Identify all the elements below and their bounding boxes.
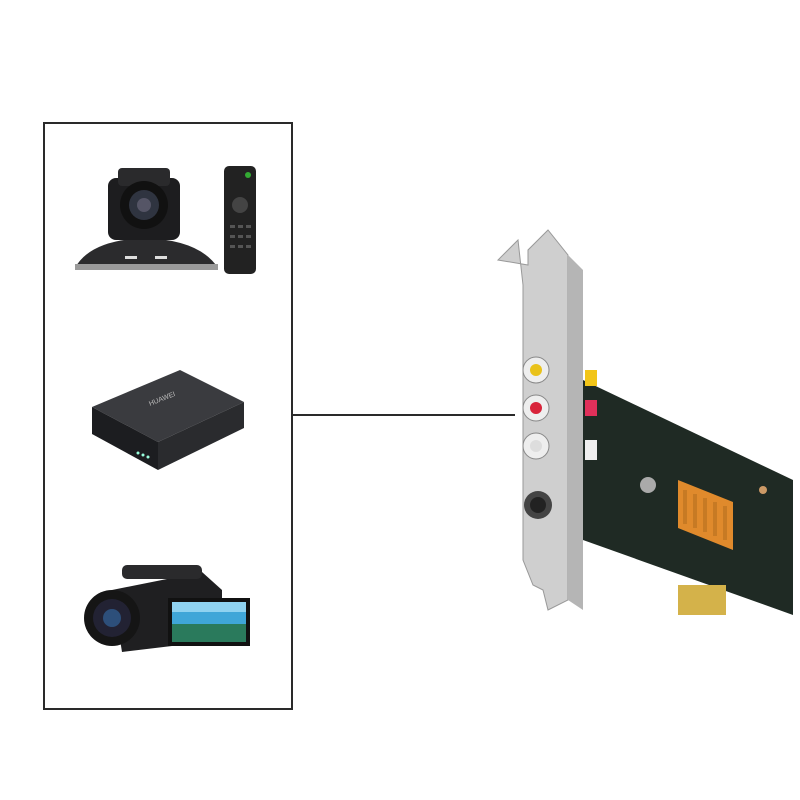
source-devices-panel — [43, 122, 293, 710]
media-box-image: HUAWEI — [92, 370, 244, 470]
rca-yellow-jack — [522, 356, 550, 384]
s-video-jack — [524, 491, 552, 519]
rca-white-jack — [522, 432, 550, 460]
rca-red-jack — [522, 394, 550, 422]
connection-line — [291, 414, 515, 416]
remote-control-image — [224, 166, 256, 274]
camcorder-image — [84, 565, 250, 652]
capture-card-image — [496, 229, 793, 615]
ptz-camera-image — [75, 168, 218, 270]
